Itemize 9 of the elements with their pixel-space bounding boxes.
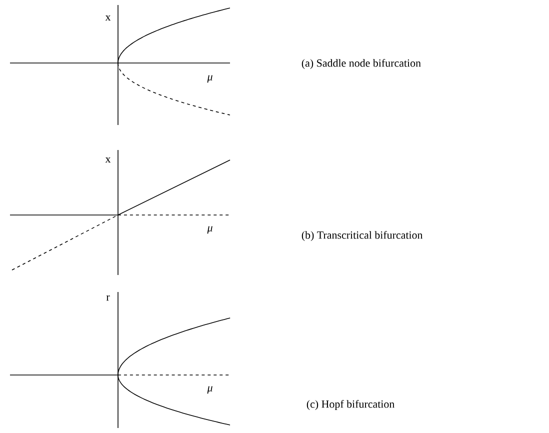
caption: (a) Saddle node bifurcation bbox=[302, 58, 421, 70]
caption: (b) Transcritical bifurcation bbox=[302, 230, 423, 241]
caption: (c) Hopf bifurcation bbox=[306, 400, 394, 410]
axis-label: μ bbox=[207, 75, 212, 83]
axis-label: r bbox=[106, 295, 110, 301]
axis-label: x bbox=[105, 15, 111, 20]
axis-label: μ bbox=[207, 386, 212, 394]
axis-label: μ bbox=[207, 226, 212, 234]
axis-label: x bbox=[105, 157, 111, 162]
